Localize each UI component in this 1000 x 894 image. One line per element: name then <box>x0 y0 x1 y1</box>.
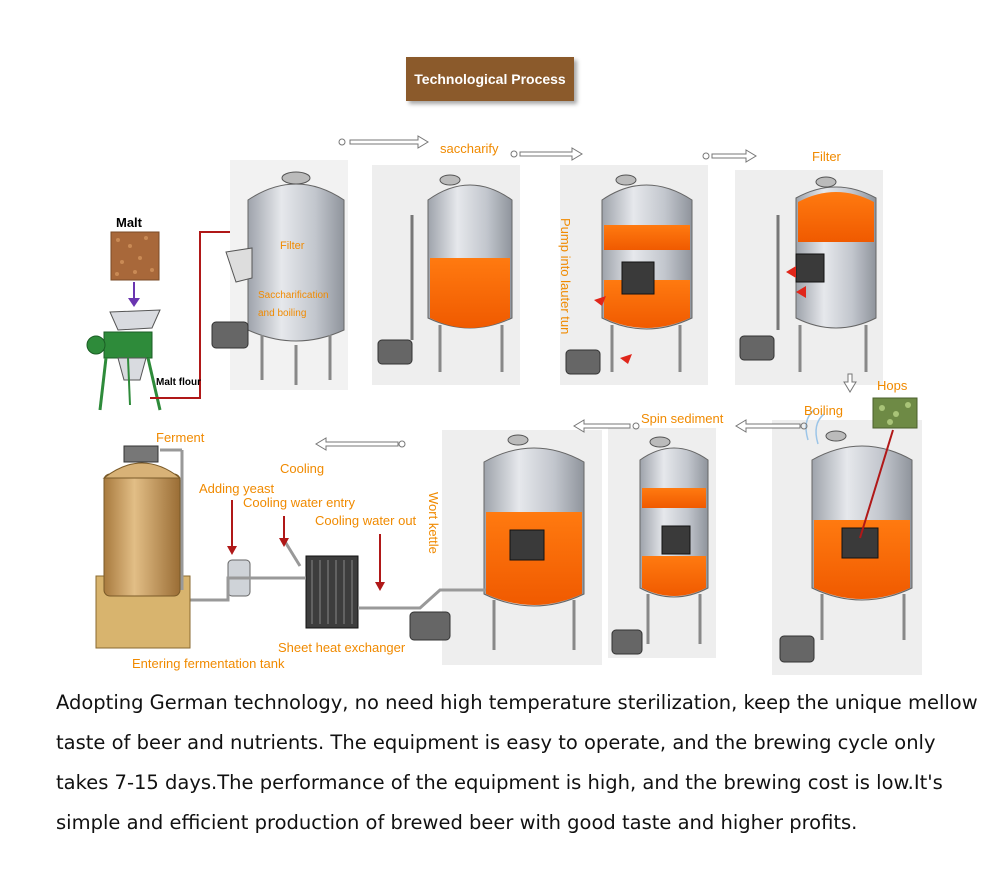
filter-inner-label: Filter <box>280 240 305 252</box>
lauter-tun <box>560 165 708 385</box>
wort-kettle <box>409 430 602 665</box>
spin-sediment-label: Spin sediment <box>641 411 724 426</box>
cooling-water-entry-label: Cooling water entry <box>243 495 355 510</box>
arrow-2 <box>519 147 583 161</box>
wort-kettle-label: Wort kettle <box>426 492 441 554</box>
sheet-heat-exchanger-label: Sheet heat exchanger <box>278 640 406 655</box>
arrow-1 <box>349 135 429 149</box>
saccharify-label: saccharify <box>440 141 499 156</box>
ferment-label: Ferment <box>156 430 205 445</box>
whirlpool-tank <box>608 428 716 658</box>
malt-label: Malt <box>116 215 142 230</box>
saccharification-inner-label: Saccharification and boiling <box>258 290 329 319</box>
description-text: Adopting German technology, no need high… <box>56 691 978 834</box>
process-title: Technological Process <box>406 57 574 101</box>
malt-flour-label: Malt flour <box>156 377 201 388</box>
boiling-label: Boiling <box>804 403 844 418</box>
heat-exchanger <box>305 555 359 629</box>
adding-yeast-label: Adding yeast <box>199 481 275 496</box>
arrow-5 <box>735 419 801 433</box>
entering-fermentation-tank-label: Entering fermentation tank <box>132 656 285 671</box>
mash-tun <box>211 160 348 390</box>
filter-label: Filter <box>812 149 841 164</box>
cooling-label: Cooling <box>280 461 325 476</box>
arrow-6 <box>573 419 631 433</box>
hops-label: Hops <box>877 378 908 393</box>
saccharify-tank <box>372 165 520 385</box>
fermentation-tank <box>95 445 191 649</box>
arrow-4 <box>843 373 857 393</box>
arrow-7 <box>315 437 399 451</box>
pump-lauter-label: Pump into lauter tun <box>558 218 573 335</box>
cooling-water-out-label: Cooling water out <box>315 513 417 528</box>
arrow-3 <box>711 149 757 163</box>
malt-mill <box>109 309 161 331</box>
filter-tank <box>735 170 883 385</box>
boiling-tank <box>772 409 922 675</box>
